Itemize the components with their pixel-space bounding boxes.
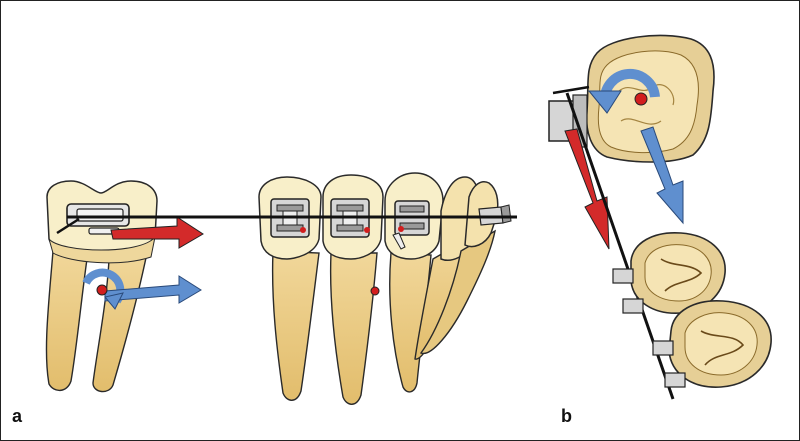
panel-a-label: a: [12, 406, 23, 426]
molar-mesial-root: [45, 250, 88, 392]
panel-b: [548, 34, 772, 400]
occlusal-bracket-1: [612, 268, 644, 314]
molar-cervical-band: [48, 236, 156, 264]
tooth-1: [258, 176, 322, 401]
force-arrow-molar: [110, 216, 204, 249]
occlusal-bracket-2: [652, 340, 686, 388]
bracket-tooth-5: [478, 204, 512, 226]
force-arrow-blue-b: [640, 126, 684, 225]
moment-arrow-molar: [82, 268, 202, 310]
molar-distal-root: [92, 252, 148, 393]
panel-a: [45, 172, 517, 405]
center-dot-tooth-3: [398, 226, 404, 232]
force-arrow-red-b: [564, 128, 610, 250]
occlusal-premolar-1: [630, 232, 726, 314]
moment-arrow-occlusal: [587, 68, 660, 114]
panel-b-label: b: [561, 406, 572, 426]
center-of-resistance-molar: [96, 284, 108, 296]
occlusal-premolar-2: [668, 300, 772, 388]
center-of-resistance-anterior: [370, 286, 380, 296]
center-of-resistance-occlusal: [634, 92, 648, 106]
center-dot-tooth-1: [300, 227, 306, 233]
center-dot-tooth-2: [364, 227, 370, 233]
